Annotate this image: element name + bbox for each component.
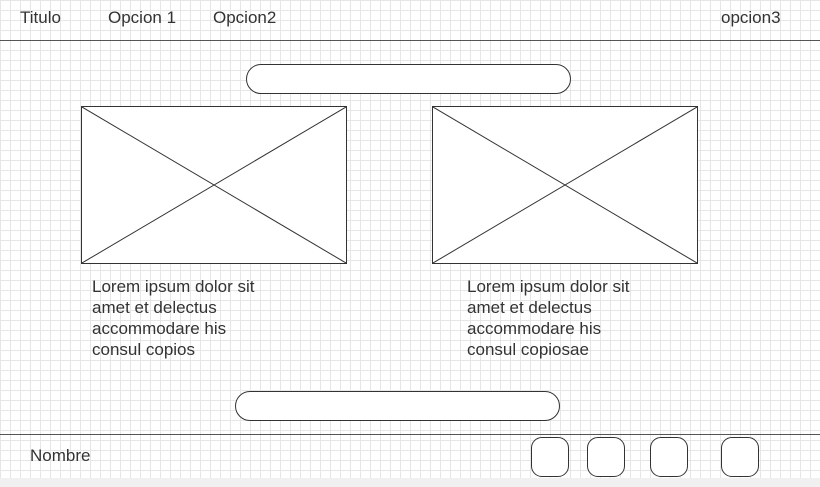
image-placeholder-right — [432, 106, 698, 264]
image-placeholder-left — [81, 106, 347, 264]
footer-button-4[interactable] — [721, 437, 759, 477]
caption-line: consul copiosae — [467, 340, 589, 359]
footer-name: Nombre — [30, 446, 91, 465]
header-divider — [0, 40, 820, 41]
footer-button-3[interactable] — [650, 437, 688, 477]
nav-item-opcion-3[interactable]: opcion3 — [721, 8, 781, 27]
caption-line: amet et delectus — [467, 298, 592, 317]
bottom-bar[interactable] — [235, 391, 560, 421]
page-title: Titulo — [20, 8, 61, 27]
search-bar[interactable] — [246, 64, 571, 94]
image-placeholder-icon — [433, 107, 697, 263]
caption-line: Lorem ipsum dolor sit — [92, 277, 255, 296]
caption-line: amet et delectus — [92, 298, 217, 317]
bottom-strip — [0, 478, 820, 487]
footer-button-2[interactable] — [587, 437, 625, 477]
caption-line: accommodare his — [92, 319, 227, 338]
caption-line: consul copios — [92, 340, 196, 359]
card-caption-right: Lorem ipsum dolor sit amet et delectus a… — [467, 276, 630, 360]
caption-line: Lorem ipsum dolor sit — [467, 277, 630, 296]
caption-line: accommodare his — [467, 319, 602, 338]
footer-divider — [0, 434, 820, 435]
nav-item-opcion-2[interactable]: Opcion2 — [213, 8, 277, 27]
nav-item-opcion-1[interactable]: Opcion 1 — [108, 8, 177, 27]
card-caption-left: Lorem ipsum dolor sit amet et delectus a… — [92, 276, 255, 360]
footer-button-1[interactable] — [531, 437, 569, 477]
image-placeholder-icon — [82, 107, 346, 263]
